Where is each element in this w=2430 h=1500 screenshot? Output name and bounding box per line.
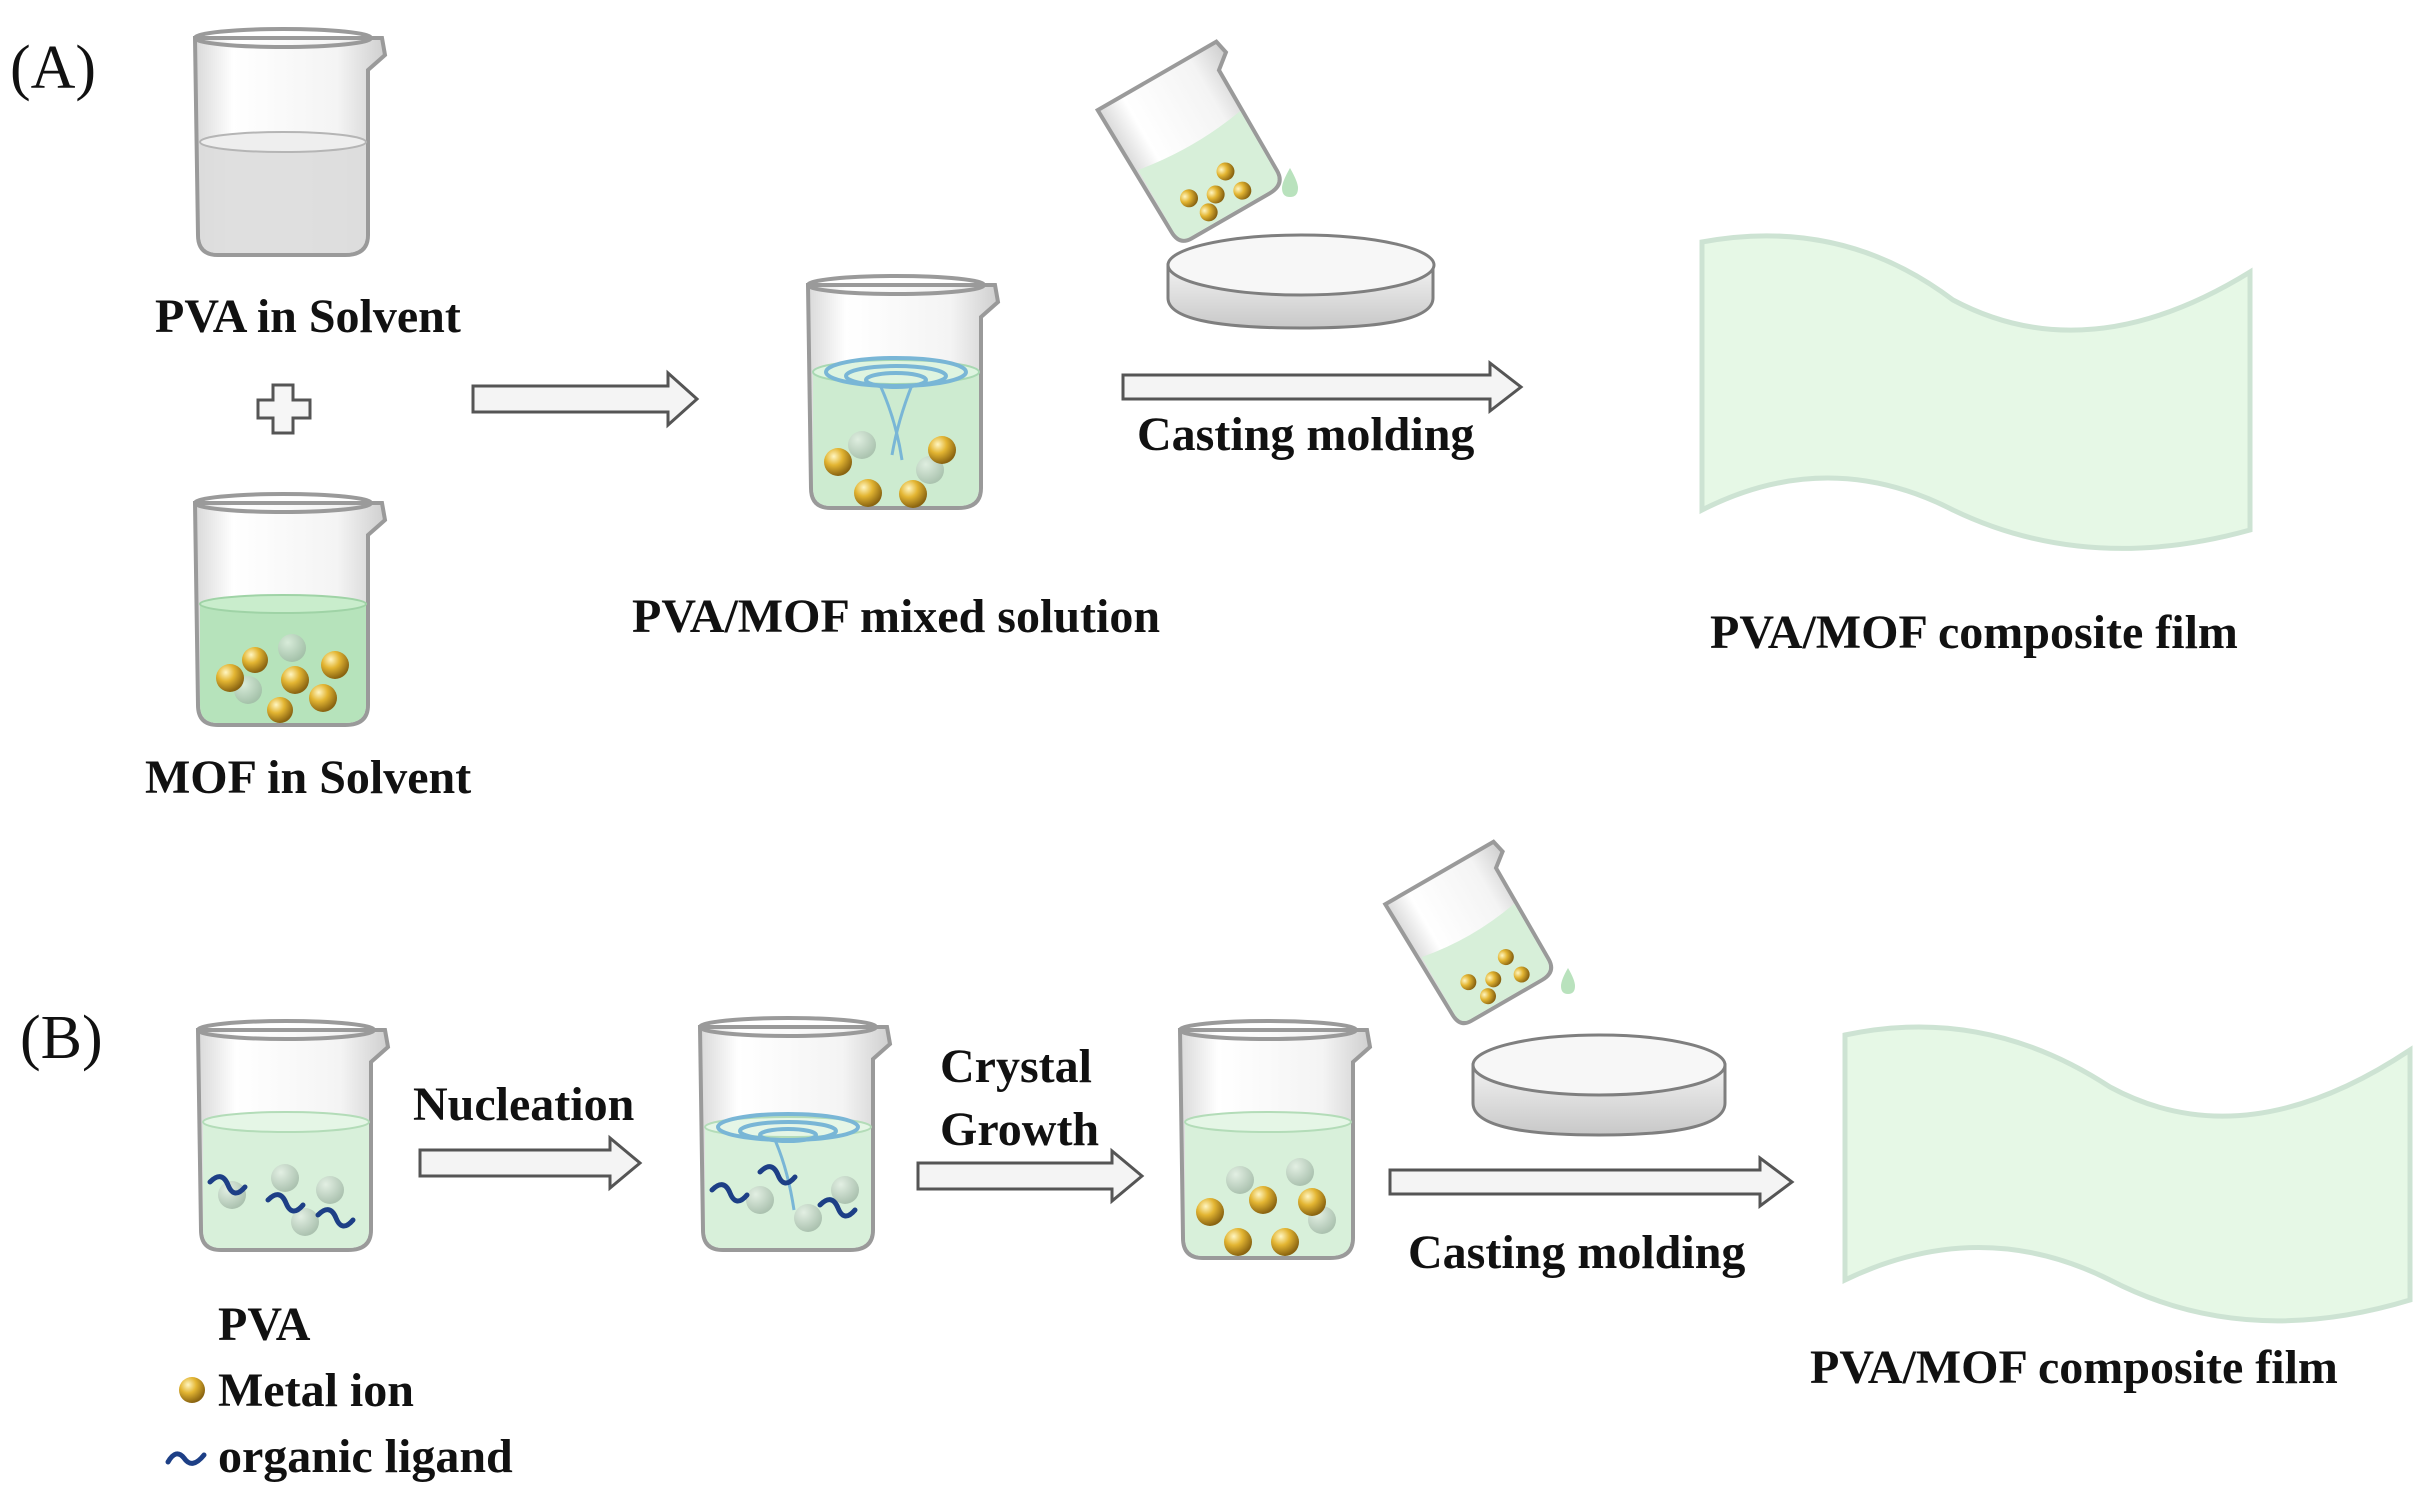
composite-film-a [1699, 233, 2253, 551]
composite-film-label-b: PVA/MOF composite film [1810, 1341, 2338, 1394]
arrow-a-mix [471, 369, 700, 429]
growth-label: Growth [940, 1103, 1099, 1156]
organic-ligand-icon [165, 1451, 207, 1466]
legend-organic-ligand-label: organic ligand [218, 1430, 513, 1483]
droplet-icon-b [1561, 968, 1575, 994]
pva-in-solvent-label: PVA in Solvent [155, 290, 461, 343]
arrow-b-crystal-growth [916, 1147, 1145, 1205]
mixed-solution-label: PVA/MOF mixed solution [632, 590, 1160, 643]
metal-ion-icon [179, 1377, 205, 1403]
arrow-a-casting [1121, 359, 1524, 415]
casting-molding-label-b: Casting molding [1408, 1226, 1745, 1279]
crystal-label: Crystal [940, 1040, 1092, 1093]
pouring-beaker-b [1382, 839, 1554, 1026]
arrow-b-nucleation [418, 1134, 643, 1192]
swirl-icon [824, 356, 968, 461]
casting-molding-label-a: Casting molding [1137, 408, 1474, 461]
composite-film-b [1842, 1024, 2413, 1324]
petri-dish-b [1471, 1033, 1727, 1137]
petri-dish-a [1166, 233, 1436, 330]
beaker-nucleation [697, 1016, 893, 1252]
beaker-pva-solvent [192, 27, 388, 257]
legend-metal-ion-label: Metal ion [218, 1364, 414, 1417]
mof-in-solvent-label: MOF in Solvent [145, 751, 471, 804]
legend-pva-label: PVA [218, 1298, 311, 1351]
beaker-pva-ligand [195, 1019, 391, 1252]
beaker-mof-solvent [192, 492, 388, 727]
beaker-mixed-solution [805, 274, 1001, 510]
plus-icon [256, 383, 312, 435]
legend: PVA Metal ion organic ligand [165, 1298, 513, 1483]
arrow-b-casting [1388, 1155, 1795, 1209]
panel-a-label: (A) [10, 34, 96, 102]
composite-film-label-a: PVA/MOF composite film [1710, 606, 2238, 659]
nucleation-label: Nucleation [413, 1078, 634, 1131]
pouring-beaker-a [1094, 39, 1282, 243]
panel-b-label: (B) [20, 1004, 103, 1072]
beaker-crystal-growth [1177, 1019, 1373, 1260]
droplet-icon [1282, 168, 1298, 197]
